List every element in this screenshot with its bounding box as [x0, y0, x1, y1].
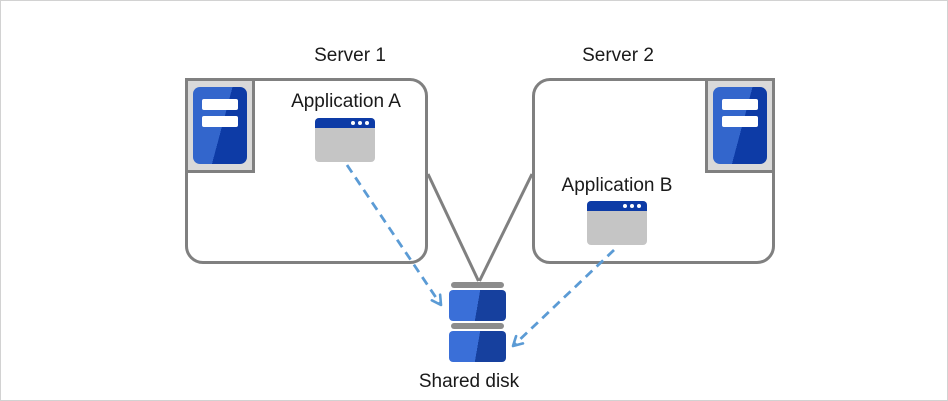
- tower-bay-slot: [202, 116, 238, 127]
- disk-stack-icon: [449, 282, 506, 362]
- shared-disk-label: Shared disk: [418, 371, 520, 392]
- server2-icon-panel: [705, 78, 775, 173]
- application-b-label: Application B: [561, 175, 673, 196]
- app-window-icon: [587, 201, 647, 245]
- app-window-titlebar: [315, 118, 375, 128]
- window-buttons-icon: [623, 204, 641, 208]
- tower-bay-slot: [722, 116, 758, 127]
- server2-title: Server 2: [582, 45, 654, 66]
- tower-bay-slot: [722, 99, 758, 110]
- app-b-to-disk-arrow: [511, 248, 615, 348]
- app-window-icon: [315, 118, 375, 162]
- application-a-label: Application A: [291, 91, 401, 112]
- server-tower-icon: [713, 87, 767, 164]
- window-buttons-icon: [351, 121, 369, 125]
- server2-to-disk-line: [478, 173, 534, 282]
- server1-icon-panel: [185, 78, 255, 173]
- disk-unit: [449, 290, 506, 321]
- server1-title: Server 1: [314, 45, 386, 66]
- server-tower-icon: [193, 87, 247, 164]
- disk-cap: [451, 323, 504, 329]
- disk-unit: [449, 331, 506, 362]
- disk-cap: [451, 282, 504, 288]
- server1-to-disk-line: [426, 173, 480, 282]
- app-window-titlebar: [587, 201, 647, 211]
- tower-bay-slot: [202, 99, 238, 110]
